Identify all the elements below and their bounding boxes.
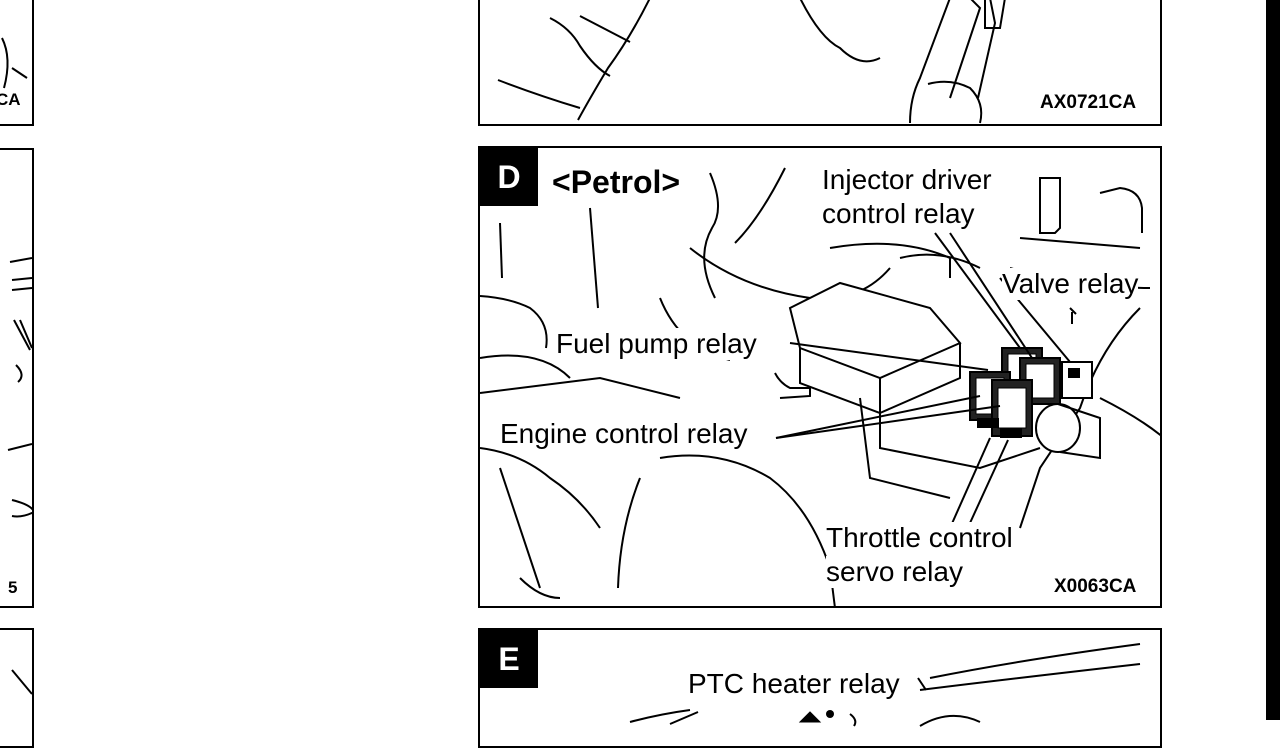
- panel-d: D <Petrol> Injector driver control relay…: [478, 146, 1162, 608]
- left-panel-middle-drawing: [7, 257, 32, 518]
- label-injector-line2: control relay: [822, 198, 975, 230]
- panel-d-letter: D: [480, 148, 538, 206]
- label-injector-line1: Injector driver: [822, 164, 992, 196]
- panel-e-letter: E: [480, 630, 538, 688]
- label-throttle-line1: Throttle control: [826, 522, 1013, 554]
- right-edge-bar: [1266, 0, 1280, 720]
- left-panel-top-drawing: [1, 37, 28, 89]
- panel-top-code: AX0721CA: [1040, 92, 1137, 113]
- label-ptc-heater-relay: PTC heater relay: [688, 668, 900, 700]
- panel-d-heading: <Petrol>: [552, 164, 681, 200]
- left-panel-middle-code: 5: [8, 578, 18, 597]
- panel-e: E PTC heater relay: [478, 628, 1162, 748]
- label-throttle-line2: servo relay: [826, 556, 963, 588]
- panel-d-code: X0063CA: [1054, 576, 1137, 597]
- label-valve-relay: Valve relay: [1002, 268, 1139, 300]
- panel-top: AX0721CA: [478, 0, 1162, 126]
- left-panel-top-code: CA: [0, 90, 21, 109]
- panel-top-drawing: [497, 0, 1006, 124]
- left-panel-bottom-drawing: [11, 669, 32, 695]
- label-fuel-pump-relay: Fuel pump relay: [556, 328, 757, 360]
- left-panel-bottom: [0, 628, 34, 748]
- label-engine-control-relay: Engine control relay: [500, 418, 748, 450]
- left-panel-top: CA: [0, 0, 34, 126]
- panel-d-drawing: [480, 167, 1160, 606]
- left-panel-middle: 5: [0, 148, 34, 608]
